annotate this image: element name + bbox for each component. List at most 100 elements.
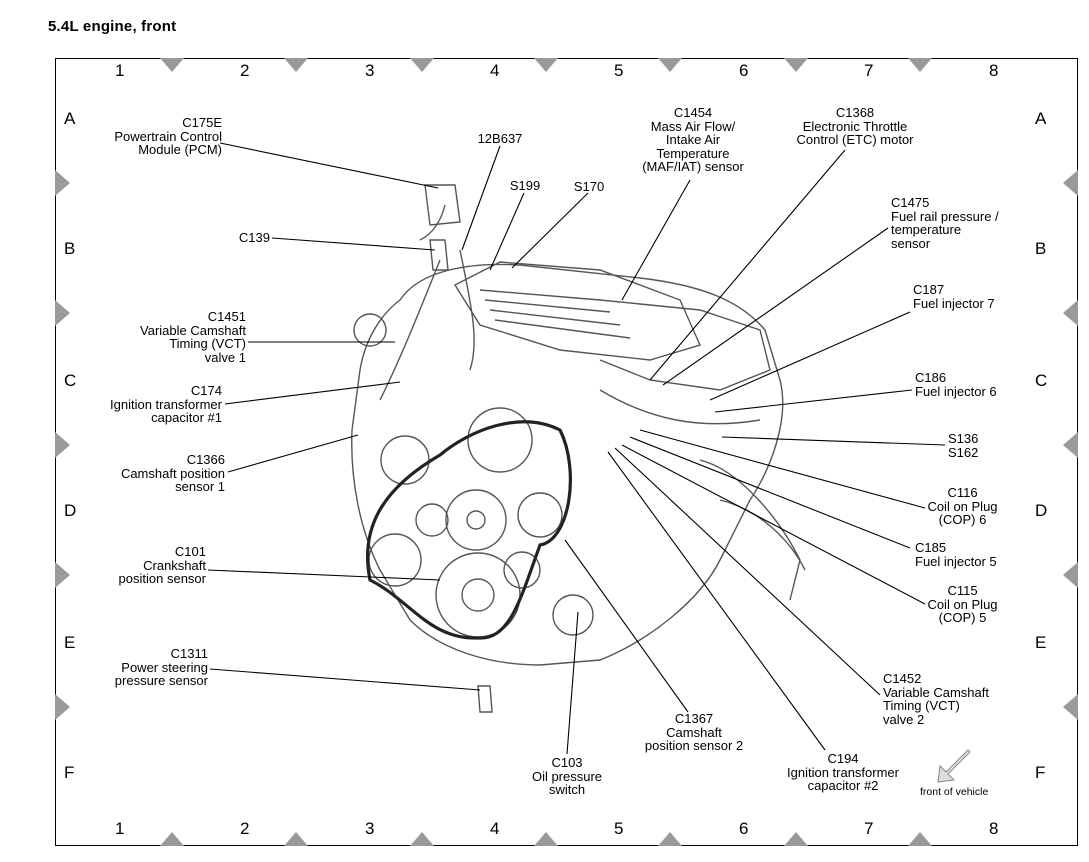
marker-left-bc — [55, 300, 70, 326]
col-label-top-8: 8 — [989, 61, 999, 80]
leader-c175e — [219, 142, 439, 189]
marker-right-bc — [1063, 300, 1078, 326]
callout-c187: C187 Fuel injector 7 — [913, 282, 995, 311]
col-label-top-4: 4 — [490, 61, 500, 80]
row-label-right-f: F — [1035, 763, 1046, 782]
col-label-top-5: 5 — [614, 61, 624, 80]
leader-lines — [207, 142, 946, 755]
wiring-harness — [379, 204, 761, 425]
col-label-bottom-7: 7 — [864, 819, 874, 838]
leader-c116 — [639, 429, 926, 509]
row-label-right-d: D — [1035, 501, 1048, 520]
callout-c103: C103 Oil pressure switch — [531, 755, 603, 797]
marker-top-7 — [908, 58, 932, 72]
oil-filter — [552, 594, 594, 636]
col-label-bottom-1: 1 — [115, 819, 125, 838]
marker-left-cd — [55, 432, 70, 458]
col-label-bottom-3: 3 — [365, 819, 375, 838]
leader-c187 — [709, 311, 911, 401]
col-label-bottom-6: 6 — [739, 819, 749, 838]
marker-bottom-6 — [784, 832, 808, 846]
marker-bottom-4 — [534, 832, 558, 846]
page-title: 5.4L engine, front — [48, 18, 177, 35]
row-label-left-b: B — [64, 239, 76, 258]
row-label-left-f: F — [64, 763, 75, 782]
marker-left-ef — [55, 694, 70, 720]
fill-cap — [353, 313, 387, 347]
callout-12b637: 12B637 — [477, 131, 523, 146]
marker-right-cd — [1063, 432, 1078, 458]
marker-top-3 — [410, 58, 434, 72]
marker-top-5 — [658, 58, 682, 72]
marker-bottom-7 — [908, 832, 932, 846]
col-label-bottom-2: 2 — [240, 819, 250, 838]
marker-left-de — [55, 562, 70, 588]
row-label-right-b: B — [1035, 239, 1047, 258]
callout-c1367: C1367 Camshaft position sensor 2 — [644, 711, 744, 753]
callout-s199: S199 — [509, 178, 541, 193]
idler-pulley-1 — [415, 503, 449, 537]
alternator — [467, 407, 533, 473]
col-label-top-6: 6 — [739, 61, 749, 80]
leader-c1454 — [621, 179, 691, 301]
marker-right-ef — [1063, 694, 1078, 720]
leader-c185 — [629, 436, 911, 549]
leader-c194 — [607, 451, 826, 751]
callout-c194: C194 Ignition transformer capacitor #2 — [787, 751, 899, 793]
marker-right-de — [1063, 562, 1078, 588]
callout-c115: C115 Coil on Plug (COP) 5 — [927, 583, 998, 625]
tensioner-pulley — [517, 492, 563, 538]
callout-c1366: C1366 Camshaft position sensor 1 — [120, 452, 225, 494]
serpentine-belt — [365, 420, 572, 640]
row-label-left-d: D — [64, 501, 77, 520]
leader-c139 — [271, 237, 436, 251]
leader-c103 — [566, 611, 579, 755]
marker-bottom-3 — [410, 832, 434, 846]
engine-outline — [351, 263, 784, 666]
callout-c1368: C1368 Electronic Throttle Control (ETC) … — [796, 105, 914, 147]
leader-c1367 — [564, 539, 689, 713]
row-label-right-e: E — [1035, 633, 1047, 652]
marker-bottom-5 — [658, 832, 682, 846]
callout-c1454: C1454 Mass Air Flow/ Intake Air Temperat… — [642, 105, 744, 174]
callout-c116: C116 Coil on Plug (COP) 6 — [927, 485, 998, 527]
pcm-connector — [424, 184, 461, 226]
leader-c1311 — [209, 668, 481, 691]
grid-markers — [55, 58, 1078, 846]
front-of-vehicle-label: front of vehicle — [920, 786, 989, 798]
col-label-bottom-5: 5 — [614, 819, 624, 838]
exhaust-right — [699, 459, 806, 601]
callout-c186: C186 Fuel injector 6 — [915, 370, 997, 399]
row-label-right-a: A — [1035, 109, 1047, 128]
leader-c101 — [207, 569, 441, 581]
col-label-bottom-4: 4 — [490, 819, 500, 838]
marker-right-ab — [1063, 170, 1078, 196]
callout-c185: C185 Fuel injector 5 — [915, 540, 997, 569]
intake-ribs — [479, 289, 631, 339]
leader-c115 — [621, 444, 926, 605]
leader-c186 — [714, 389, 913, 413]
leader-c1368 — [649, 149, 846, 381]
marker-top-4 — [534, 58, 558, 72]
callout-s136: S136 S162 — [948, 431, 979, 460]
col-label-top-2: 2 — [240, 61, 250, 80]
leader-12b637 — [461, 145, 501, 251]
ps-sensor-connector — [477, 685, 493, 713]
marker-left-ab — [55, 170, 70, 196]
intake-manifold — [454, 261, 701, 361]
idler-pulley-2 — [503, 551, 541, 589]
col-label-bottom-8: 8 — [989, 819, 999, 838]
callout-c174: C174 Ignition transformer capacitor #1 — [110, 383, 222, 425]
ac-compressor — [380, 435, 430, 485]
callout-c175e: C175E Powertrain Control Module (PCM) — [114, 115, 222, 157]
engine-illustration — [351, 184, 806, 713]
marker-top-2 — [284, 58, 308, 72]
callout-c1452: C1452 Variable Camshaft Timing (VCT) val… — [883, 671, 989, 727]
leader-s199 — [489, 192, 525, 271]
col-label-top-7: 7 — [864, 61, 874, 80]
callout-c1475: C1475 Fuel rail pressure / temperature s… — [891, 195, 999, 251]
leader-s136 — [721, 436, 946, 446]
water-pump-pulley — [445, 489, 507, 551]
front-of-vehicle-arrow-icon — [937, 749, 971, 783]
